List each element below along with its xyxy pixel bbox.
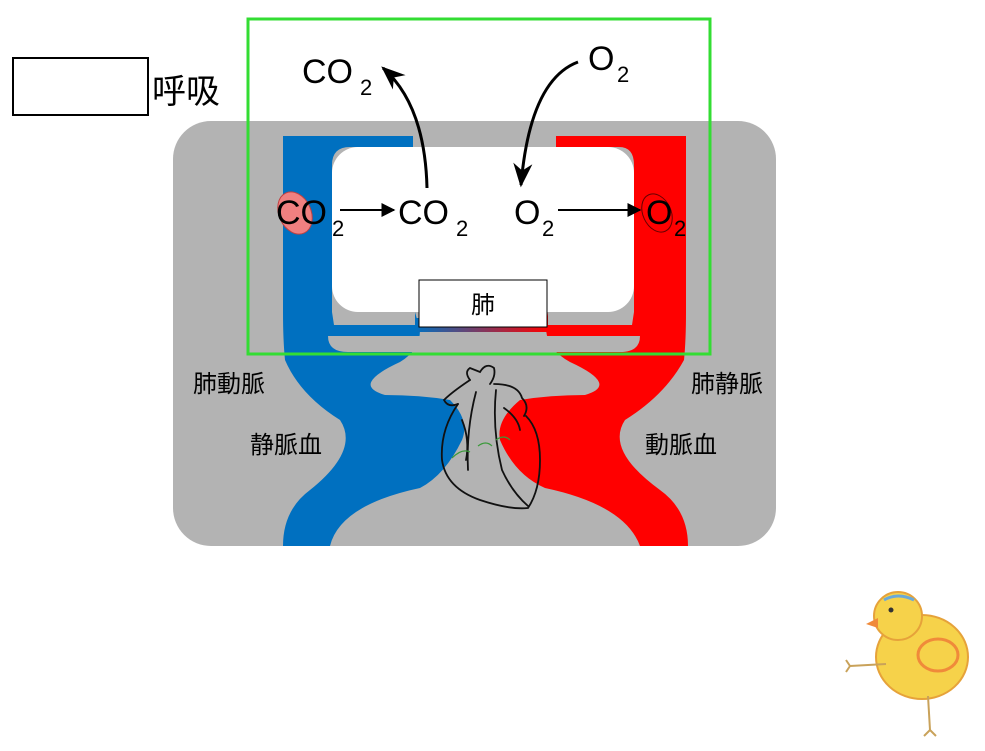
svg-text:O: O <box>514 194 540 232</box>
red-blood-cell-icon <box>277 191 313 235</box>
heart-vessels-detail <box>451 436 511 459</box>
o2-right: O 2 <box>646 194 686 241</box>
svg-text:2: 2 <box>542 216 554 241</box>
co2-middle: CO 2 <box>398 194 468 241</box>
highlight-box <box>246 17 712 356</box>
svg-text:2: 2 <box>332 216 344 241</box>
heart-sketch-icon <box>440 364 541 510</box>
lung-base <box>328 336 640 352</box>
label-venous-blood: 静脈血 <box>250 431 322 459</box>
co2-left: CO 2 <box>276 194 344 241</box>
blank-answer-box[interactable] <box>12 57 149 116</box>
arrow-o2-inhale <box>513 60 579 188</box>
lung-label-box <box>418 279 548 328</box>
o2-middle: O 2 <box>514 194 554 241</box>
svg-text:O: O <box>646 194 672 232</box>
svg-text:2: 2 <box>456 216 468 241</box>
svg-text:2: 2 <box>360 75 372 100</box>
chick-mascot-icon <box>845 591 969 737</box>
svg-text:CO: CO <box>302 53 353 91</box>
svg-text:2: 2 <box>617 62 629 87</box>
svg-text:CO: CO <box>398 194 449 232</box>
co2-top: CO 2 <box>302 53 372 100</box>
svg-text:O: O <box>588 40 614 78</box>
svg-text:2: 2 <box>674 216 686 241</box>
label-arterial-blood: 動脈血 <box>645 431 717 459</box>
label-pulmonary-vein: 肺静脈 <box>691 370 763 398</box>
title-suffix: 呼吸 <box>152 72 220 112</box>
red-blood-cell-outline-icon <box>641 193 673 233</box>
svg-text:CO: CO <box>276 194 327 232</box>
lung-area <box>332 147 634 312</box>
arrow-co2-exhale <box>381 66 429 189</box>
lung-label: 肺 <box>471 291 495 319</box>
label-pulmonary-artery: 肺動脈 <box>193 370 265 398</box>
o2-top: O 2 <box>588 40 629 87</box>
